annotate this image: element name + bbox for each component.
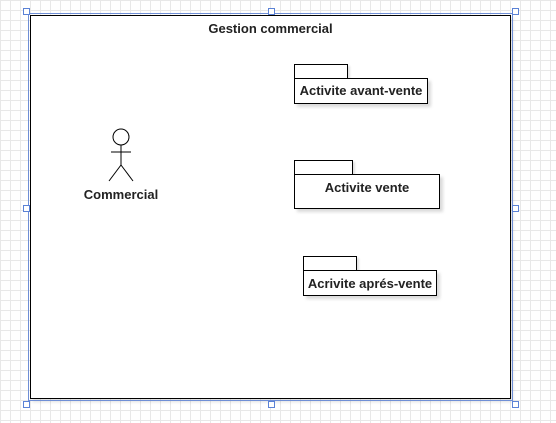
resize-handle-top-left[interactable] <box>23 8 30 15</box>
package-acrivite-apres-vente[interactable]: Acrivite aprés-vente <box>303 256 437 296</box>
resize-handle-right[interactable] <box>512 205 519 212</box>
resize-handle-top[interactable] <box>268 8 275 15</box>
resize-handle-bottom-left[interactable] <box>23 401 30 408</box>
package-activite-vente[interactable]: Activite vente <box>294 160 440 209</box>
package-activite-avant-vente[interactable]: Activite avant-vente <box>294 64 428 104</box>
package-label: Activite avant-vente <box>294 78 428 104</box>
package-tab <box>294 64 348 78</box>
resize-handle-top-right[interactable] <box>512 8 519 15</box>
package-label: Acrivite aprés-vente <box>303 270 437 296</box>
resize-handle-bottom-right[interactable] <box>512 401 519 408</box>
resize-handle-bottom[interactable] <box>268 401 275 408</box>
system-title: Gestion commercial <box>208 21 333 36</box>
package-tab <box>294 160 353 174</box>
resize-handle-left[interactable] <box>23 205 30 212</box>
actor-stick-figure-icon[interactable] <box>104 128 138 182</box>
package-label: Activite vente <box>294 174 440 209</box>
package-tab <box>303 256 357 270</box>
actor-label: Commercial <box>83 187 159 202</box>
